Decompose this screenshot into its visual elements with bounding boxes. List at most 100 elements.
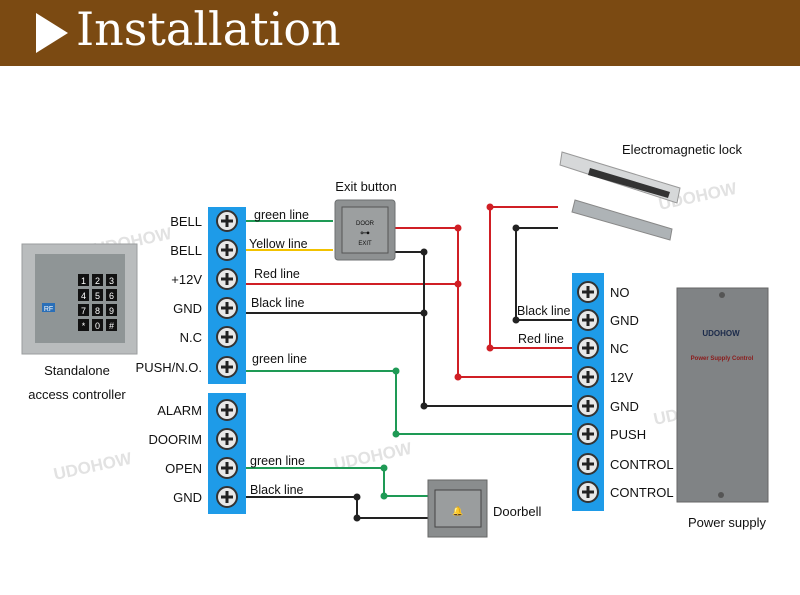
bell-icon: 🔔	[452, 506, 463, 516]
terminal-label: ALARM	[157, 403, 202, 418]
terminal-block	[208, 207, 246, 384]
keypad-key	[92, 319, 103, 331]
keypad-key	[106, 274, 117, 286]
magnetic-lock-coil	[588, 168, 670, 198]
wire-label-w8: Black line	[517, 304, 571, 318]
terminal-label: CONTROL	[610, 457, 674, 472]
lock-label: Electromagnetic lock	[622, 142, 742, 157]
keypad-key	[106, 304, 117, 316]
screw-slot	[221, 215, 233, 227]
junction-dot	[454, 224, 462, 232]
power-supply-unit	[676, 287, 769, 503]
keypad-key	[78, 319, 89, 331]
keypad-key	[106, 289, 117, 301]
keypad-key-label: 6	[109, 291, 114, 301]
wire-green-doorbell	[246, 467, 428, 497]
terminal-label: BELL	[170, 214, 202, 229]
screw-slot	[221, 462, 233, 474]
keypad-key-label: 7	[81, 306, 86, 316]
keypad-key	[92, 289, 103, 301]
keypad-key-label: #	[109, 321, 114, 331]
wire-black-psu	[423, 252, 572, 407]
junction-dot	[512, 224, 520, 232]
terminal-label: CONTROL	[610, 485, 674, 500]
terminal-label: NO	[610, 285, 630, 300]
junction-dot	[392, 430, 400, 438]
screw-slot	[582, 371, 594, 383]
junction-dot	[380, 464, 388, 472]
junction-dot	[392, 367, 400, 375]
terminal-label: DOORIM	[149, 432, 202, 447]
terminal-label: PUSH	[610, 427, 646, 442]
junction-dot	[454, 280, 462, 288]
screw-slot	[221, 491, 233, 503]
wire-black-doorbell	[246, 496, 428, 519]
junction-dot	[353, 493, 361, 501]
watermark: UDOHOW	[52, 449, 134, 484]
keypad-key-label: 8	[95, 306, 100, 316]
page-title: Installation	[76, 2, 341, 56]
keypad-key-label: 3	[109, 276, 114, 286]
terminal-label: OPEN	[165, 461, 202, 476]
keypad-key-label: 2	[95, 276, 100, 286]
screw-slot	[221, 331, 233, 343]
terminal-label: GND	[610, 399, 639, 414]
doorbell-face	[434, 489, 482, 528]
junction-dot	[353, 514, 361, 522]
terminal-label: 12V	[610, 370, 633, 385]
power-label: Power supply	[688, 515, 767, 530]
keypad-key	[78, 274, 89, 286]
terminal-label: GND	[610, 313, 639, 328]
screw-slot	[582, 286, 594, 298]
wire-label-w4: Black line	[251, 296, 305, 310]
rf-badge	[42, 303, 55, 312]
controller-label: access controller	[28, 387, 126, 402]
screw-icon	[718, 492, 724, 498]
screw-slot	[582, 486, 594, 498]
keypad-key-label: 1	[81, 276, 86, 286]
junction-dot	[420, 402, 428, 410]
terminal-label: GND	[173, 490, 202, 505]
keypad-key	[106, 319, 117, 331]
keypad-key	[92, 274, 103, 286]
screw-slot	[221, 244, 233, 256]
keypad-key-label: 4	[81, 291, 86, 301]
wire-label-w2: Yellow line	[249, 237, 308, 251]
exit-exit-text: EXIT	[358, 241, 372, 247]
terminal-label: +12V	[171, 272, 202, 287]
terminal-label: PUSH/N.O.	[136, 360, 202, 375]
rf-label: RF	[44, 306, 53, 313]
screw-slot	[221, 433, 233, 445]
wire-black-lock	[515, 227, 572, 321]
junction-dot	[380, 492, 388, 500]
doorbell-label: Doorbell	[493, 504, 542, 519]
wire-label-w9: Red line	[518, 332, 564, 346]
terminal-label: NC	[610, 341, 629, 356]
exit-door-text: DOOR	[356, 221, 375, 227]
junction-dot	[420, 309, 428, 317]
key-icon: ⊶	[360, 228, 370, 239]
terminal-label: GND	[173, 301, 202, 316]
exit-button-label: Exit button	[335, 179, 396, 194]
junction-dot	[512, 316, 520, 324]
junction-dot	[486, 344, 494, 352]
wire-red-lock	[489, 206, 572, 349]
screw-slot	[221, 302, 233, 314]
wire-label-w5: green line	[252, 352, 307, 366]
power-subtitle: Power Supply Control	[691, 356, 754, 362]
junction-dot	[420, 248, 428, 256]
junction-dot	[454, 373, 462, 381]
screw-slot	[582, 314, 594, 326]
wire-label-w7: Black line	[250, 483, 304, 497]
controller-label: Standalone	[44, 363, 110, 378]
play-triangle-icon	[36, 13, 68, 53]
junction-dot	[486, 203, 494, 211]
terminal-label: N.C	[180, 330, 202, 345]
keypad-key-label: 9	[109, 306, 114, 316]
screw-slot	[582, 400, 594, 412]
keypad-key-label: 0	[95, 321, 100, 331]
exit-button-face	[341, 206, 389, 254]
wire-label-w3: Red line	[254, 267, 300, 281]
terminal-label: BELL	[170, 243, 202, 258]
